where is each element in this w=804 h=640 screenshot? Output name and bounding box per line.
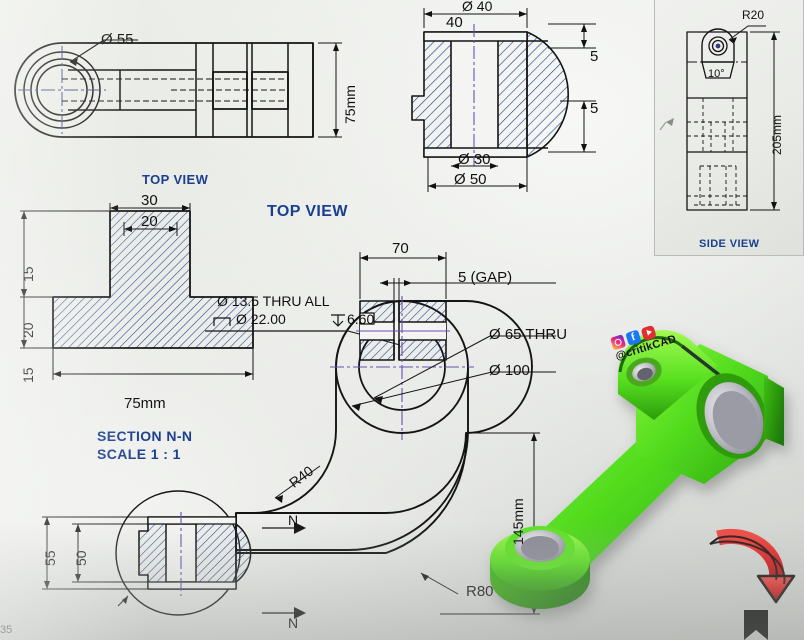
label-section-nn: SECTION N-N <box>97 428 193 444</box>
callout-thru-all: Ø 13.5 THRU ALL <box>217 293 330 309</box>
dim-dia50 <box>427 157 528 192</box>
top-view-left-geometry <box>14 42 314 138</box>
dim-text-r20: R20 <box>742 8 765 22</box>
page-number: 35 <box>0 624 13 636</box>
front-view-geometry <box>115 296 533 616</box>
dim-text-20-mid: 20 <box>20 322 36 338</box>
label-side-view: SIDE VIEW <box>699 238 760 250</box>
dim-40-center <box>423 8 528 28</box>
dim-gap <box>380 278 556 301</box>
dim-text-dia55: Ø 55 <box>101 31 134 48</box>
top-view-center-geometry <box>411 24 570 166</box>
dim-text-70: 70 <box>392 240 409 257</box>
dim-5-bottom <box>548 100 596 153</box>
dim-text-dia40: Ø 40 <box>462 0 493 14</box>
dim-text-75mm-left: 75mm <box>342 85 358 124</box>
dim-30 <box>109 203 191 216</box>
dim-text-dia100: Ø 100 <box>489 362 530 379</box>
dim-70 <box>359 252 447 299</box>
dim-text-40: 40 <box>446 14 463 31</box>
dim-text-50: 50 <box>73 550 89 566</box>
dim-text-15-top: 15 <box>20 266 36 282</box>
dim-text-r80: R80 <box>466 583 494 600</box>
leader-dia100 <box>351 371 556 411</box>
label-section-scale: SCALE 1 : 1 <box>97 446 181 462</box>
depth-symbol <box>331 314 345 327</box>
leader-r80 <box>420 572 459 595</box>
section-nn-geometry <box>52 210 254 349</box>
dim-text-15-base: 15 <box>20 367 36 383</box>
dim-vertical-stack <box>20 210 112 349</box>
dim-text-dia30: Ø 30 <box>458 151 491 168</box>
section-mark-bottom <box>262 607 306 619</box>
section-label-n-top: N <box>288 512 299 528</box>
dim-text-gap: 5 (GAP) <box>458 269 513 286</box>
dim-text-205mm: 205mm <box>770 114 784 155</box>
dim-text-5-bottom: 5 <box>590 100 599 117</box>
dim-text-angle: 10° <box>708 68 725 80</box>
section-mark-top <box>262 522 306 534</box>
dim-text-145mm: 145mm <box>510 498 526 545</box>
side-view-geometry <box>659 25 780 211</box>
dim-20-top <box>123 222 178 236</box>
dim-text-30: 30 <box>141 192 158 209</box>
dim-leader-dia55 <box>69 39 138 66</box>
section-label-n-bottom: N <box>288 615 299 631</box>
label-top-view-center: TOP VIEW <box>267 203 348 220</box>
dim-75mm-section <box>52 348 254 380</box>
dim-75mm-left <box>318 42 342 138</box>
dim-text-75mm-section: 75mm <box>124 395 166 412</box>
leader-r40 <box>274 465 321 503</box>
label-top-view-left: TOP VIEW <box>142 172 209 187</box>
dim-5-top <box>548 23 596 49</box>
dim-text-55: 55 <box>42 550 58 566</box>
dim-text-dia50: Ø 50 <box>454 171 487 188</box>
side-view-panel <box>654 0 804 256</box>
dim-text-5-top: 5 <box>590 48 599 65</box>
dim-text-dia65: Ø 65 THRU <box>489 326 568 343</box>
dim-55-50 <box>42 516 150 590</box>
callout-depth-value: 6.60 <box>347 311 375 327</box>
red-arrow-annotation <box>709 528 796 640</box>
callout-counterbore: Ø 22.00 <box>236 311 286 327</box>
dim-text-20-top: 20 <box>141 213 158 230</box>
